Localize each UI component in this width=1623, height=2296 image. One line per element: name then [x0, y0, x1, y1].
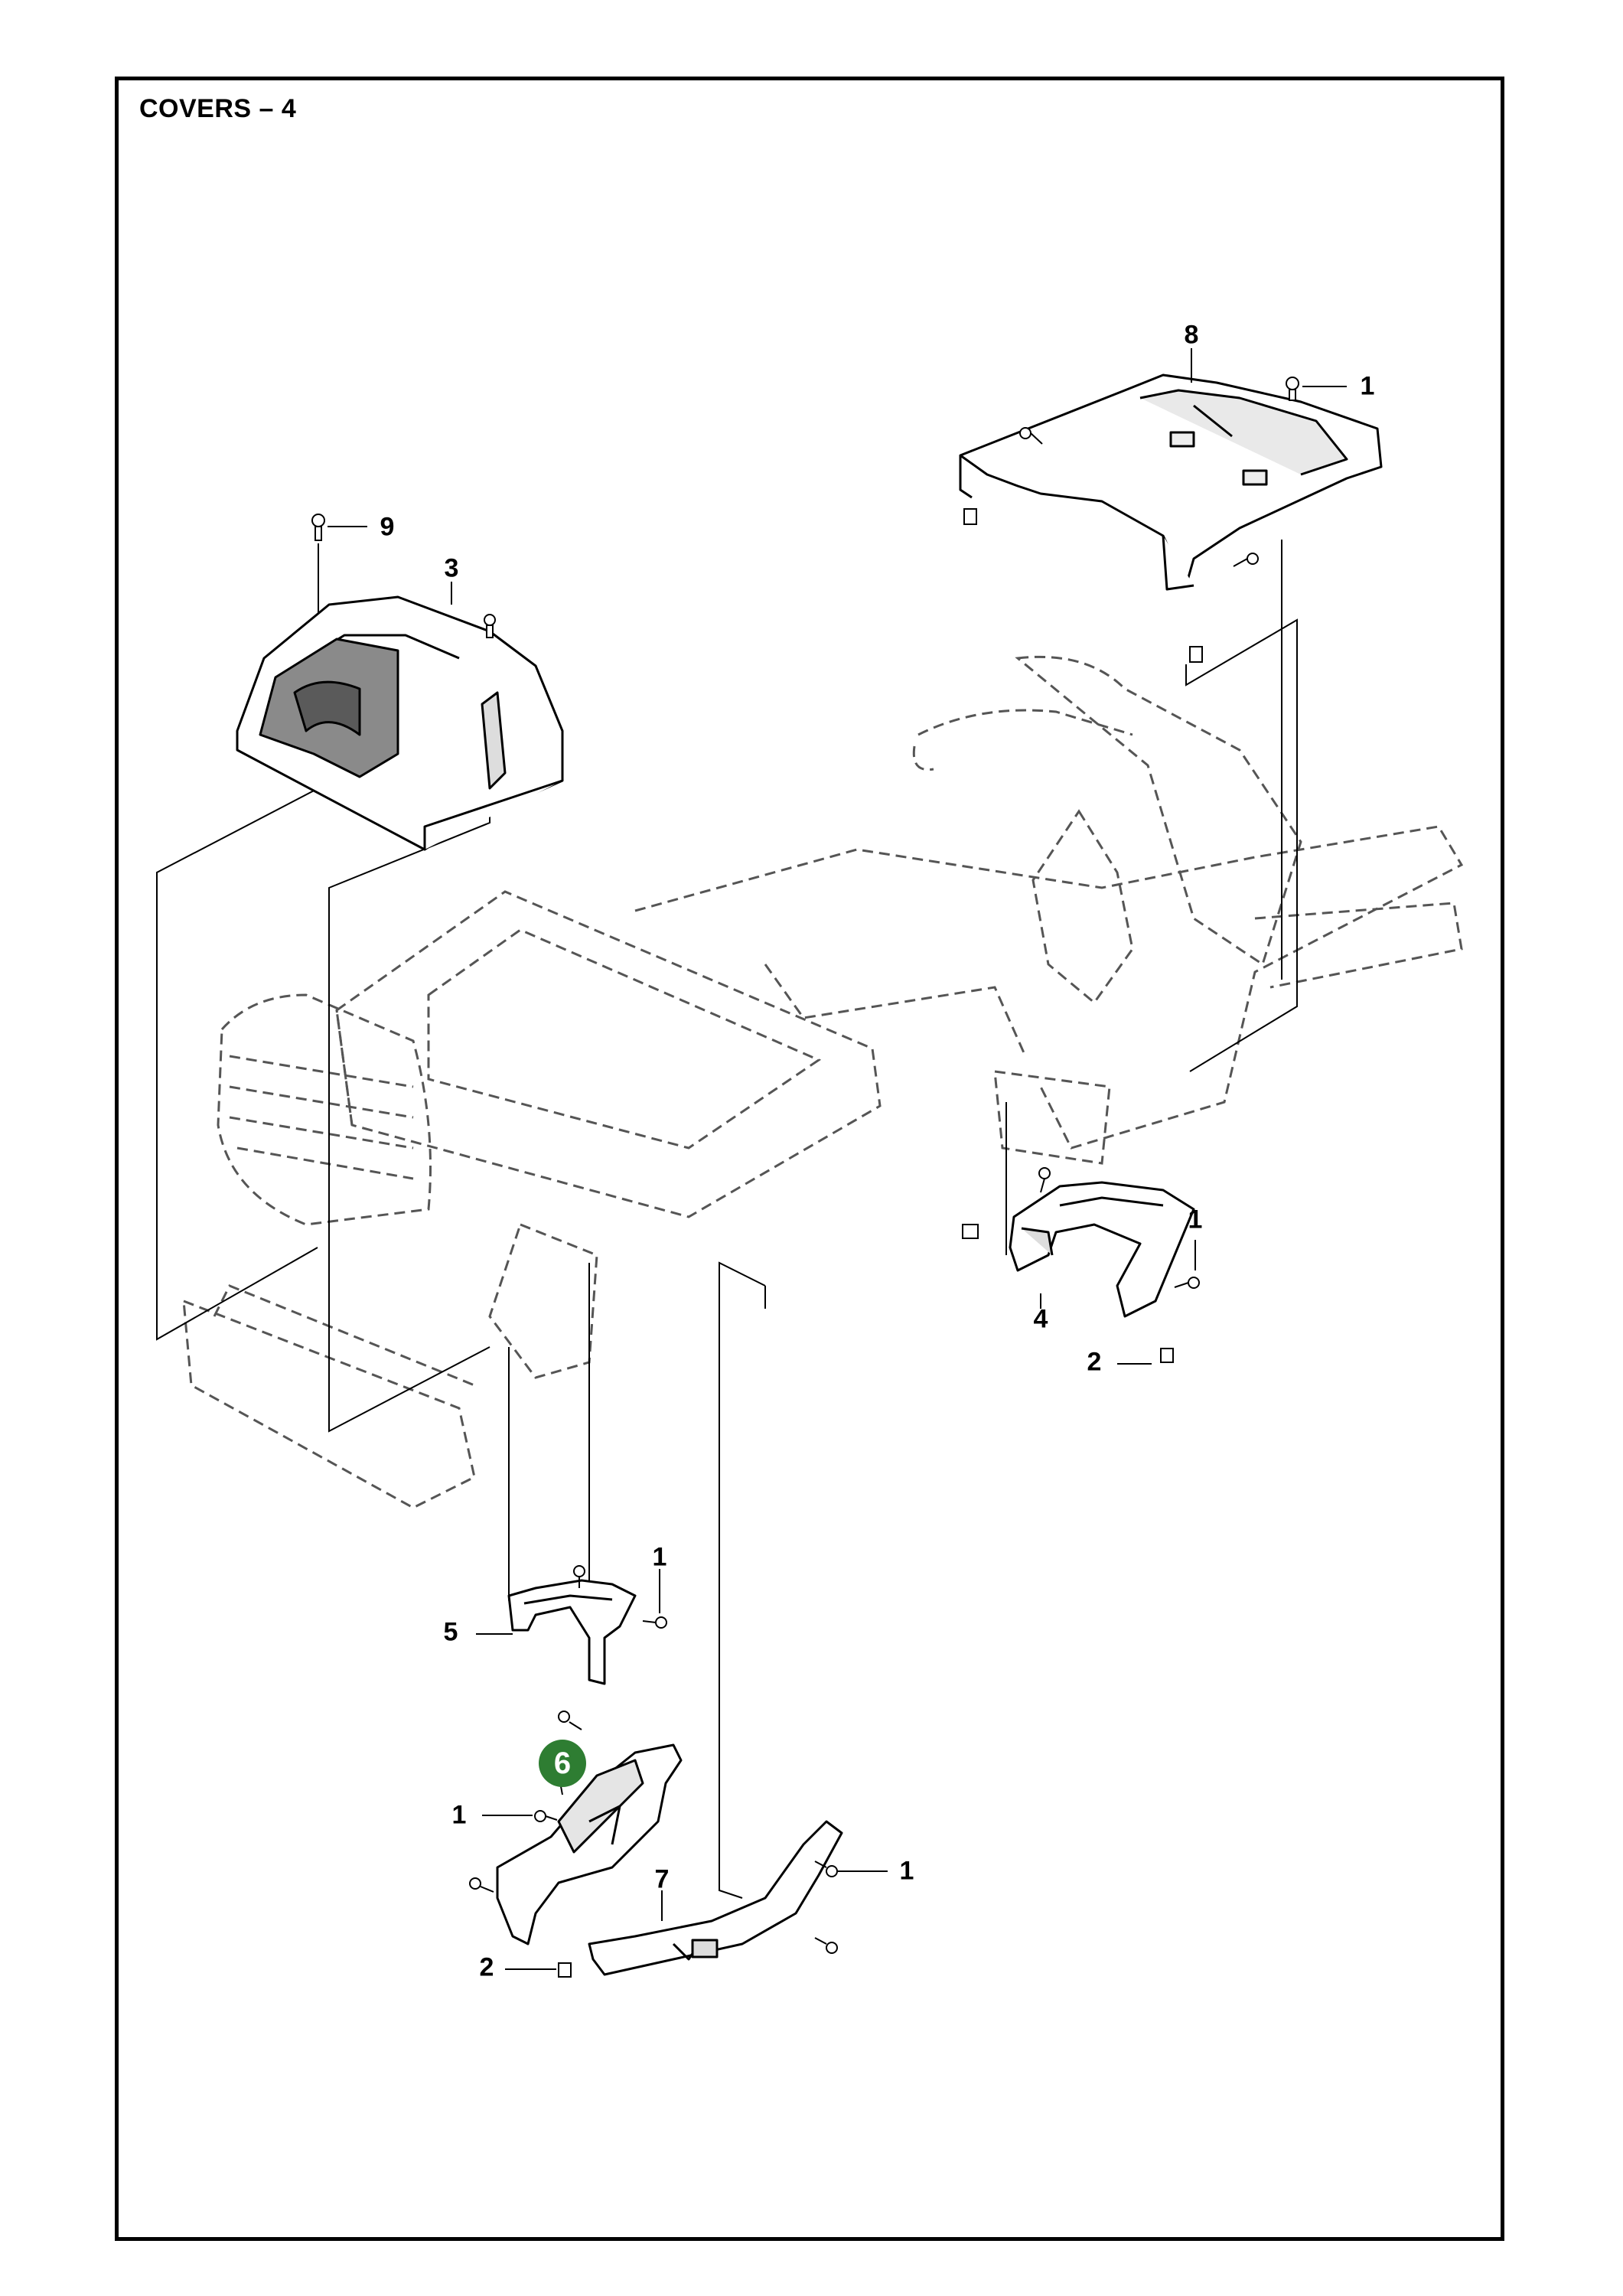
callout-5: 5 — [443, 1617, 458, 1647]
callout-1-rear-cover: 1 — [1360, 371, 1375, 401]
part-4-cover — [1009, 1181, 1195, 1318]
callout-1-part4: 1 — [1188, 1205, 1203, 1234]
tractor-frame — [182, 655, 1464, 1509]
part-8-rear-cover — [959, 373, 1383, 591]
part-6-cover — [496, 1743, 683, 1945]
part-5-bracket — [507, 1579, 637, 1685]
callout-4: 4 — [1033, 1304, 1048, 1334]
callout-2-part7: 2 — [479, 1952, 494, 1982]
diagram-frame — [115, 77, 1504, 2241]
page-title: COVERS – 4 — [139, 94, 297, 123]
callout-2-part4: 2 — [1087, 1347, 1102, 1377]
part-7-cover — [588, 1820, 843, 1976]
fasteners — [311, 377, 1299, 1978]
callout-6-highlighted[interactable]: 6 — [539, 1740, 586, 1787]
callout-1-part5: 1 — [652, 1542, 667, 1572]
callout-8: 8 — [1184, 320, 1199, 350]
callout-3: 3 — [444, 553, 459, 583]
part-3-engine-cover — [236, 595, 564, 851]
callout-1-part7: 1 — [899, 1856, 914, 1886]
callout-7: 7 — [654, 1864, 670, 1894]
callout-leaders — [328, 348, 1347, 1970]
callout-1-part6: 1 — [451, 1800, 467, 1830]
callout-9: 9 — [380, 512, 395, 542]
